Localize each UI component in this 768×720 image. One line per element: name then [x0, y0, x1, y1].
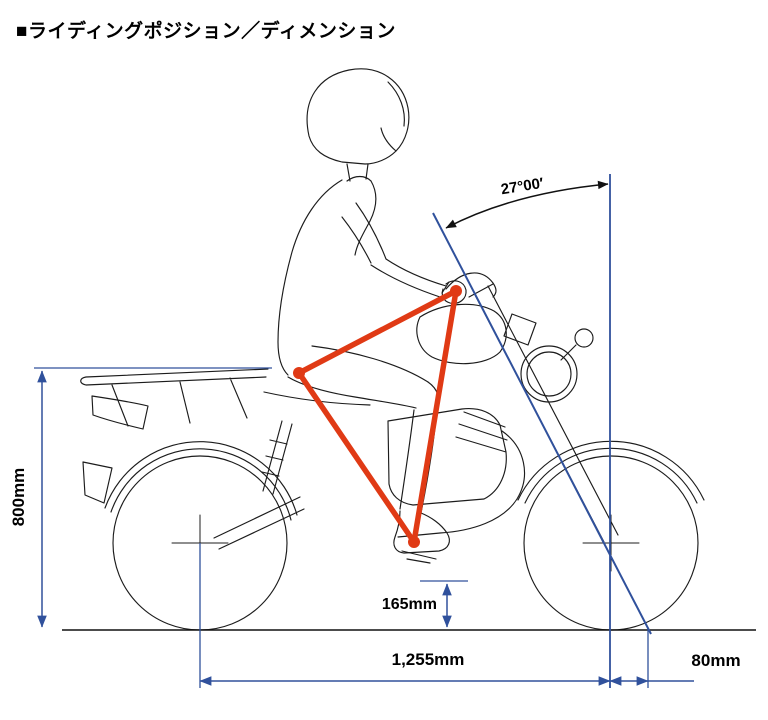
rider-torso-front: [354, 180, 377, 256]
rear-mudflap: [82, 461, 113, 504]
triangle-vertex-hip: [293, 367, 305, 379]
seat-height-label: 800mm: [9, 468, 28, 527]
rear-shock: [261, 420, 293, 495]
tail-panel: [91, 395, 149, 430]
triangle-vertex-hand: [450, 285, 462, 297]
riding-triangle: [293, 285, 462, 548]
trail-label: 80mm: [691, 651, 740, 670]
page-title: ■ライディングポジション／ディメンション: [16, 21, 396, 42]
rear-rack: [80, 368, 269, 427]
caster-angle-label: 27°00′: [500, 175, 545, 199]
ground-clearance-label: 165mm: [382, 596, 437, 613]
front-fork: [468, 283, 619, 543]
rider-boot: [393, 510, 450, 554]
fuel-tank: [416, 303, 507, 365]
motorcycle-outline: [80, 272, 705, 631]
instrument-gauge: [503, 313, 537, 346]
rear-fender: [104, 441, 298, 521]
rider-jaw: [380, 127, 397, 152]
engine: [387, 408, 507, 506]
headlight-lens: [526, 351, 572, 397]
cylinder-fins: [455, 411, 508, 453]
rider-neck: [346, 163, 369, 182]
steering-axis-line: [432, 212, 652, 635]
rider-helmet: [306, 68, 410, 165]
front-axle-crosshair: [582, 514, 640, 572]
wheelbase-label: 1,255mm: [392, 650, 465, 669]
rider-outline: [277, 68, 467, 554]
rider-thigh: [287, 345, 429, 409]
handlebar: [441, 272, 497, 298]
headlight-rim: [520, 345, 578, 403]
turn-signal: [574, 328, 594, 348]
riding-triangle-outline: [296, 288, 459, 545]
caster-angle-arc: [445, 180, 609, 229]
dimension-labels: 27°00′ 800mm 165mm 1,255mm 80mm: [9, 175, 741, 670]
exhaust-pipe: [397, 430, 525, 538]
swingarm: [213, 496, 305, 550]
triangle-vertex-foot: [408, 536, 420, 548]
dimension-lines: [34, 174, 694, 688]
rider-collar: [346, 175, 372, 182]
front-fender: [517, 440, 705, 504]
rider-arm: [341, 202, 447, 298]
helmet-visor: [387, 81, 405, 127]
rider-torso-back: [277, 179, 343, 376]
